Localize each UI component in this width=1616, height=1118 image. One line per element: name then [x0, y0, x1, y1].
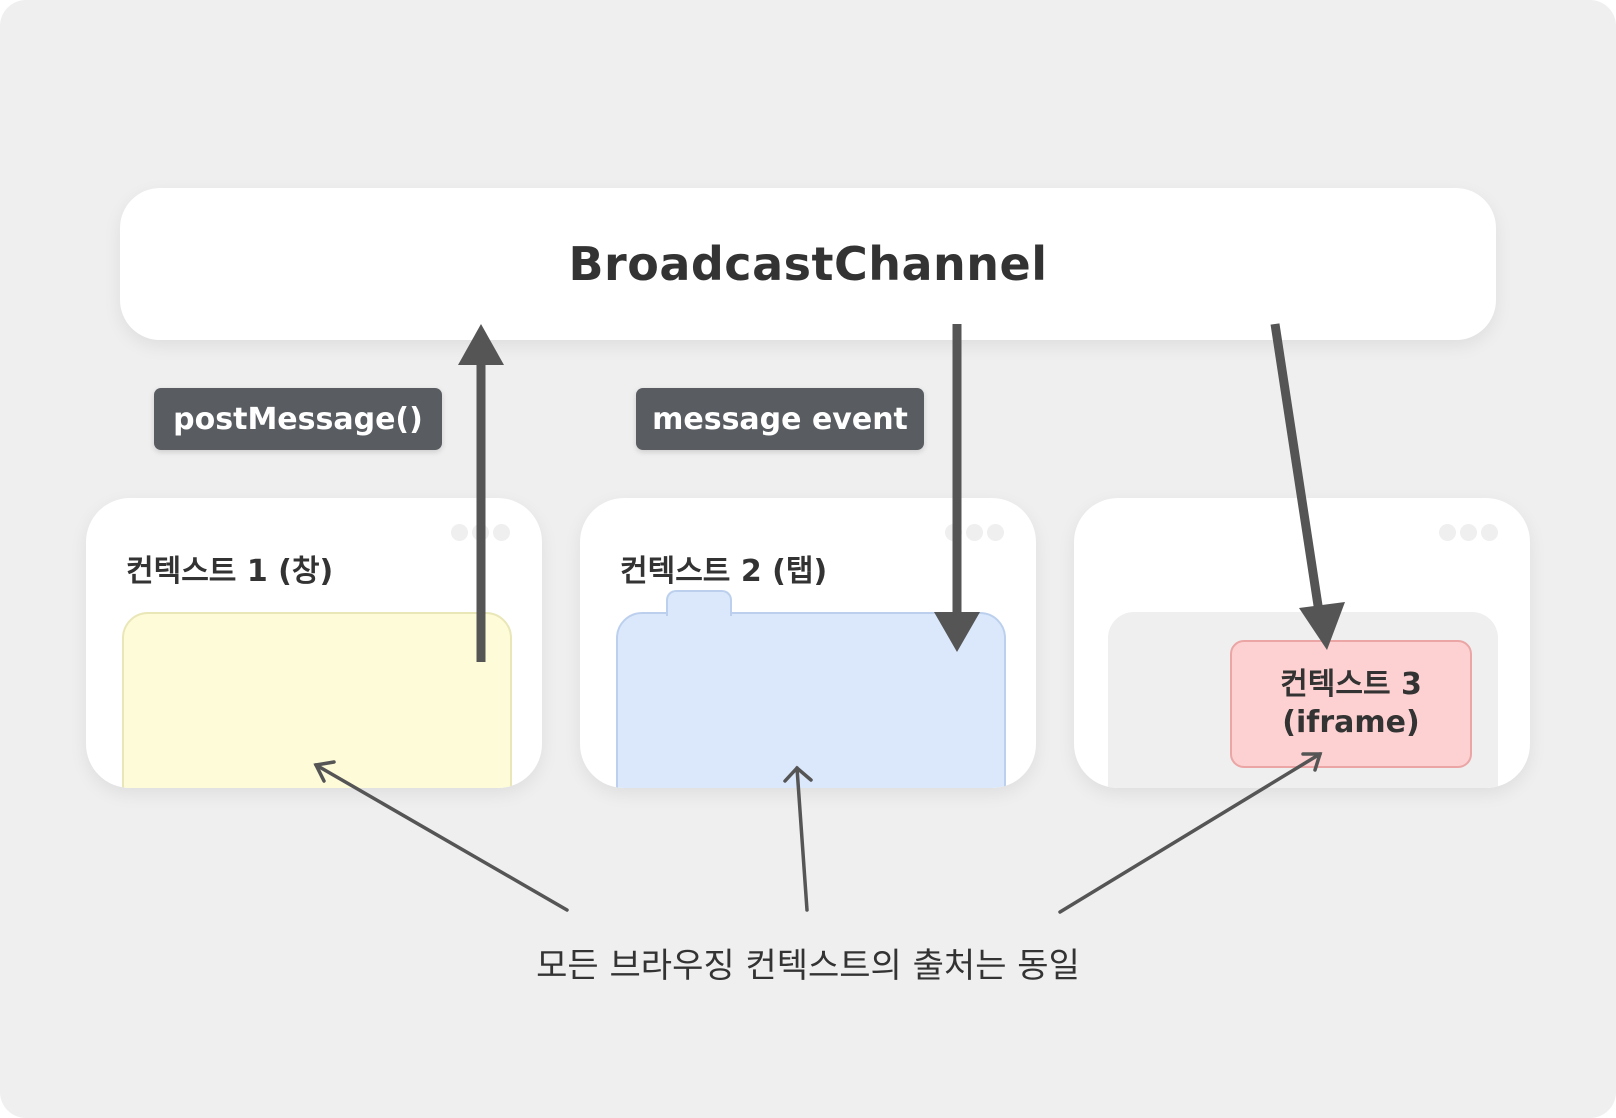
window-controls-icon [945, 524, 1004, 541]
context-iframe-card: 컨텍스트 3 (iframe) [1074, 498, 1530, 788]
context-2-label: 컨텍스트 2 (탭) [620, 554, 828, 589]
same-origin-note: 모든 브라우징 컨텍스트의 출처는 동일 [536, 946, 1080, 986]
post-message-label: postMessage() [154, 388, 442, 450]
tab-handle [666, 590, 732, 616]
window-controls-icon [451, 524, 510, 541]
context-tab-card: 컨텍스트 2 (탭) [580, 498, 1036, 788]
broadcast-channel-box: BroadcastChannel [120, 188, 1496, 340]
window-body [122, 612, 512, 788]
context-1-label: 컨텍스트 1 (창) [126, 554, 334, 589]
tab-body [616, 612, 1006, 788]
message-event-label: message event [636, 388, 924, 450]
iframe-box: 컨텍스트 3 (iframe) [1230, 640, 1472, 768]
window-controls-icon [1439, 524, 1498, 541]
context-3-label: 컨텍스트 3 (iframe) [1280, 667, 1422, 740]
channel-title: BroadcastChannel [568, 237, 1048, 291]
context-window-card: 컨텍스트 1 (창) [86, 498, 542, 788]
